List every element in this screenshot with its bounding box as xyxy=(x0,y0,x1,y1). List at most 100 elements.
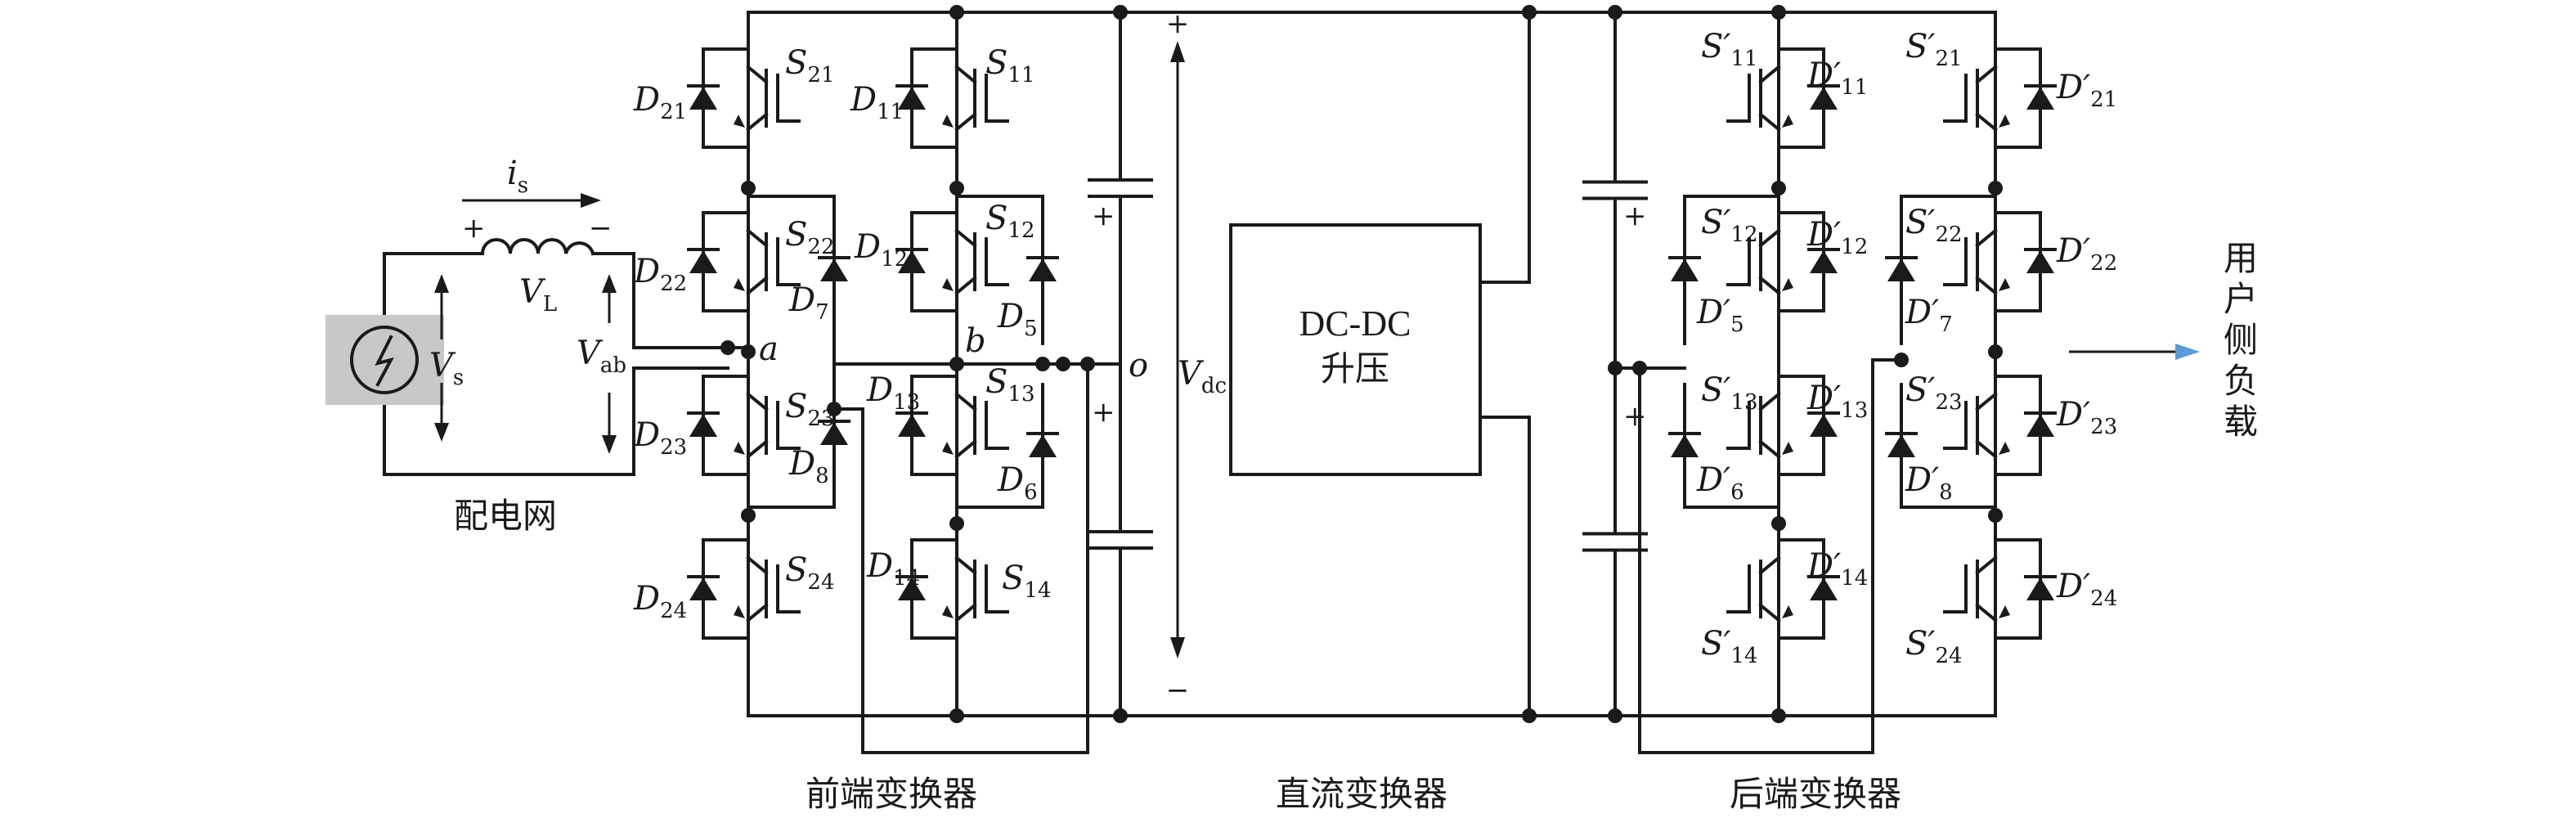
o-return xyxy=(861,362,1089,754)
label-S23p: S′23 xyxy=(1905,371,1963,415)
label-front: 前端变换器 xyxy=(806,774,977,814)
arrow-head xyxy=(434,274,449,293)
label-is: is xyxy=(507,155,528,198)
label-D8: D8 xyxy=(788,445,829,488)
label-D6: D6 xyxy=(997,461,1038,505)
junction-dot xyxy=(949,5,964,20)
switch-S21p xyxy=(1943,31,2057,165)
label-S14: S14 xyxy=(1002,560,1052,603)
label-box-1: DC-DC xyxy=(1299,303,1411,344)
junction-dot xyxy=(1988,344,2003,359)
inductor-to-a xyxy=(591,252,729,349)
label-D24: D24 xyxy=(633,580,687,623)
diode-D6 xyxy=(1026,383,1059,509)
label-Vdc: Vdc xyxy=(1178,355,1227,398)
junction-dot xyxy=(741,508,756,523)
label-minus-L: − xyxy=(589,212,613,245)
junction-dot xyxy=(741,181,756,196)
diode-D8 xyxy=(818,358,850,509)
components xyxy=(325,11,2200,717)
junction-dot xyxy=(949,181,964,196)
label-load-3: 负 xyxy=(2224,361,2258,401)
switch-S11p xyxy=(1726,31,1840,165)
junction-dot xyxy=(1056,357,1070,371)
label-S22: S22 xyxy=(785,216,835,259)
label-D5p: D′5 xyxy=(1696,294,1744,337)
label-D21: D21 xyxy=(633,81,687,124)
label-D11p: D′11 xyxy=(1806,56,1868,100)
switch-S24 xyxy=(687,522,801,656)
label-D24p: D′24 xyxy=(2056,568,2117,611)
junction-dot xyxy=(1771,708,1786,723)
label-VL: VL xyxy=(519,273,557,317)
label-D22: D22 xyxy=(633,253,687,296)
label-box-2: 升压 xyxy=(1321,348,1389,389)
diode-D5p xyxy=(1668,195,1701,345)
switch-S14p xyxy=(1726,522,1840,656)
label-D12: D12 xyxy=(854,228,908,272)
label-plus-c1: + xyxy=(1092,200,1115,232)
arrow-head xyxy=(602,435,617,454)
switch-S23 xyxy=(687,358,801,492)
label-D14p: D′14 xyxy=(1806,547,1868,591)
label-load-1: 户 xyxy=(2224,279,2258,319)
label-S11p: S′11 xyxy=(1701,28,1758,71)
label-S13: S13 xyxy=(985,363,1035,407)
label-S12p: S′12 xyxy=(1701,204,1758,247)
switch-S21 xyxy=(687,31,801,165)
label-plus-c2: + xyxy=(1092,396,1115,429)
label-rear: 后端变换器 xyxy=(1730,774,1901,814)
arrow-head xyxy=(1170,637,1185,658)
label-minus-vdc: − xyxy=(1166,674,1190,707)
box-top-out xyxy=(1479,11,1531,284)
label-D7: D7 xyxy=(788,281,829,325)
diode-D6p xyxy=(1668,383,1701,509)
lightning-icon xyxy=(375,335,394,387)
label-S21p: S′21 xyxy=(1905,28,1963,71)
diode-D7p xyxy=(1885,195,1918,345)
label-load-4: 载 xyxy=(2224,402,2258,442)
label-Vab: Vab xyxy=(577,335,626,378)
label-Vs: Vs xyxy=(429,347,464,390)
label-S14p: S′14 xyxy=(1701,625,1758,668)
label-D5: D5 xyxy=(997,298,1038,341)
arrow-head xyxy=(434,423,449,442)
switch-S13 xyxy=(895,358,1009,492)
label-S11: S11 xyxy=(985,44,1035,88)
capacitor-rear-bottom xyxy=(1582,366,1648,717)
switch-S24p xyxy=(1943,522,2057,656)
capacitor-rear-top xyxy=(1582,11,1648,370)
label-dc: 直流变换器 xyxy=(1276,774,1447,814)
junction-dot xyxy=(1988,508,2003,523)
label-source: 配电网 xyxy=(454,496,557,536)
label-D22p: D′22 xyxy=(2056,232,2117,276)
diode-D5 xyxy=(1026,195,1059,345)
inductor xyxy=(480,238,595,256)
rear-o-return xyxy=(1638,358,1874,754)
switch-S22 xyxy=(687,195,801,329)
label-b: b xyxy=(965,322,986,360)
label-load-0: 用 xyxy=(2224,238,2258,278)
label-D12p: D′12 xyxy=(1806,216,1868,259)
junction-dot xyxy=(1988,181,2003,196)
label-plus-vdc: + xyxy=(1166,7,1190,40)
switch-S14 xyxy=(895,522,1009,656)
label-D21p: D′21 xyxy=(2056,69,2117,112)
label-o: o xyxy=(1129,347,1148,384)
dcdc-box xyxy=(1229,223,1482,476)
label-plus-c3: + xyxy=(1623,200,1647,232)
label-D8p: D′8 xyxy=(1905,461,1953,505)
label-D13p: D′13 xyxy=(1806,380,1868,423)
label-S21: S21 xyxy=(785,44,835,88)
label-S22p: S′22 xyxy=(1905,204,1963,247)
capacitor-top xyxy=(1088,11,1153,366)
label-plus-c4: + xyxy=(1623,400,1647,433)
label-S23: S23 xyxy=(785,388,835,431)
label-S12: S12 xyxy=(985,200,1035,243)
label-S24: S24 xyxy=(785,551,835,595)
junction-dot xyxy=(1771,5,1786,20)
label-load-2: 侧 xyxy=(2224,320,2258,360)
label-D23: D23 xyxy=(633,416,687,460)
